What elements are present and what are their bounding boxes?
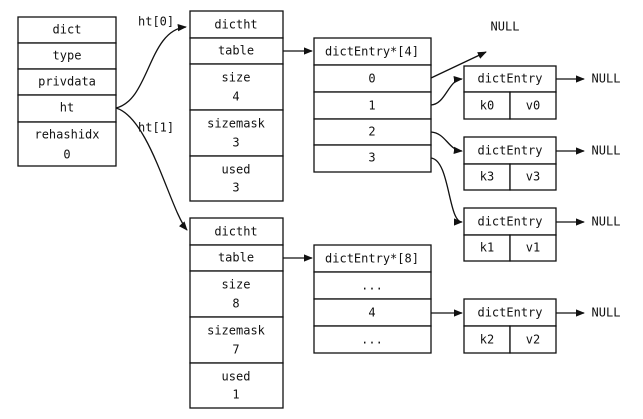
ht1-used-cell	[189, 362, 284, 409]
ht0-title-cell	[189, 10, 284, 39]
dictentry-array-8: dictEntry*[8] ... 4 ...	[313, 244, 432, 354]
table1-slot-4-cell	[313, 298, 432, 327]
table0-slot-1: 1	[368, 99, 375, 113]
table0-title-cell	[313, 37, 432, 66]
ht0-used-cell	[189, 155, 284, 202]
ht0-table-label: table	[218, 44, 254, 58]
entry-k0-value: v0	[526, 99, 540, 113]
entry-k3-key: k3	[480, 170, 494, 184]
dict-ht-label: ht	[60, 101, 74, 115]
ht1-table-cell	[189, 244, 284, 272]
arrow-ht-to-ht1	[115, 107, 188, 231]
entry-k1-key: k1	[480, 241, 494, 255]
dict-rehashidx-value: 0	[63, 148, 70, 162]
arrow-slot2-to-k3	[430, 131, 463, 155]
ht0-used-value: 3	[232, 181, 239, 195]
null-label-k2: NULL	[592, 306, 621, 320]
dictentry-node-k2: dictEntry k2 v2	[463, 298, 557, 354]
ht0-sizemask-label: sizemask	[207, 117, 266, 131]
entry-k1-value: v1	[526, 241, 540, 255]
ht1-used-label: used	[222, 370, 251, 384]
edge-label-ht1: ht[1]	[138, 121, 174, 135]
ht1-sizemask-cell	[189, 316, 284, 364]
table1-slot-b-cell	[313, 325, 432, 354]
table1-slot-a-cell	[313, 271, 432, 300]
table1-slot-ellipsis-bottom: ...	[361, 333, 383, 347]
entry-k3-value: v3	[526, 170, 540, 184]
table0-slot-1-cell	[313, 91, 432, 120]
dictentry-array-4: dictEntry*[4] 0 1 2 3	[313, 37, 432, 173]
entry-k2-key-cell	[463, 325, 511, 354]
table0-slot-0-cell	[313, 64, 432, 93]
arrow-ht-to-ht0	[115, 24, 187, 109]
dict-privdata-label: privdata	[38, 75, 96, 89]
ht0-size-label: size	[222, 71, 251, 85]
dict-type-label: type	[53, 49, 82, 63]
table1-slot-ellipsis-top: ...	[361, 279, 383, 293]
entry-k0-title: dictEntry	[477, 72, 542, 86]
table1-title-cell	[313, 244, 432, 273]
ht0-size-value: 4	[232, 90, 239, 104]
ht1-size-label: size	[222, 278, 251, 292]
arrow-slot3-to-k1	[430, 157, 463, 226]
ht1-table-label: table	[218, 251, 254, 265]
ht1-size-value: 8	[232, 297, 239, 311]
entry-k2-title: dictEntry	[477, 306, 542, 320]
table0-slot-3: 3	[368, 151, 375, 165]
table0-slot-2-cell	[313, 118, 432, 146]
entry-k2-key: k2	[480, 333, 494, 347]
entry-k1-title: dictEntry	[477, 215, 542, 229]
entry-k3-key-cell	[463, 163, 511, 191]
entry-k2-value-cell	[509, 325, 557, 354]
table0-slot-2: 2	[368, 125, 375, 139]
ht1-title-cell	[189, 217, 284, 246]
dict-rehashidx-cell	[17, 121, 117, 167]
table0-slot-3-cell	[313, 144, 432, 173]
null-label-slot0: NULL	[491, 20, 520, 34]
entry-k0-key: k0	[480, 99, 494, 113]
dict-title: dict	[53, 23, 82, 37]
null-label-k0: NULL	[592, 72, 621, 86]
dict-rehashidx-label: rehashidx	[34, 128, 99, 142]
ht0-title: dictht	[214, 18, 257, 32]
entry-k1-title-cell	[463, 207, 557, 236]
dictht-1: dictht table size 8 sizemask 7 used 1	[189, 217, 284, 409]
entry-k0-value-cell	[509, 91, 557, 120]
dictentry-node-k0: dictEntry k0 v0	[463, 65, 557, 120]
table0-slot-0: 0	[368, 72, 375, 86]
dictentry-node-k1: dictEntry k1 v1	[463, 207, 557, 262]
dictentry-node-k3: dictEntry k3 v3	[463, 136, 557, 191]
ht0-used-label: used	[222, 163, 251, 177]
table0-title: dictEntry*[4]	[325, 45, 419, 59]
dictht-0: dictht table size 4 sizemask 3 used 3	[189, 10, 284, 202]
entry-k3-title: dictEntry	[477, 144, 542, 158]
table1-slot-4: 4	[368, 306, 375, 320]
ht1-sizemask-label: sizemask	[207, 324, 266, 338]
arrow-slot0-to-null	[430, 51, 487, 79]
arrow-slot1-to-k0	[430, 75, 463, 106]
entry-k2-value: v2	[526, 333, 540, 347]
dict-title-cell	[17, 16, 117, 44]
null-label-k1: NULL	[592, 215, 621, 229]
edge-label-ht0: ht[0]	[138, 15, 174, 29]
ht0-sizemask-value: 3	[232, 136, 239, 150]
null-label-k3: NULL	[592, 144, 621, 158]
dict-type-cell	[17, 42, 117, 70]
dict-struct: dict type privdata ht rehashidx 0	[17, 16, 117, 167]
ht1-title: dictht	[214, 225, 257, 239]
ht1-sizemask-value: 7	[232, 343, 239, 357]
entry-k1-value-cell	[509, 234, 557, 262]
ht0-size-cell	[189, 63, 284, 111]
entry-k3-value-cell	[509, 163, 557, 191]
table1-title: dictEntry*[8]	[325, 252, 419, 266]
ht1-used-value: 1	[232, 388, 239, 402]
